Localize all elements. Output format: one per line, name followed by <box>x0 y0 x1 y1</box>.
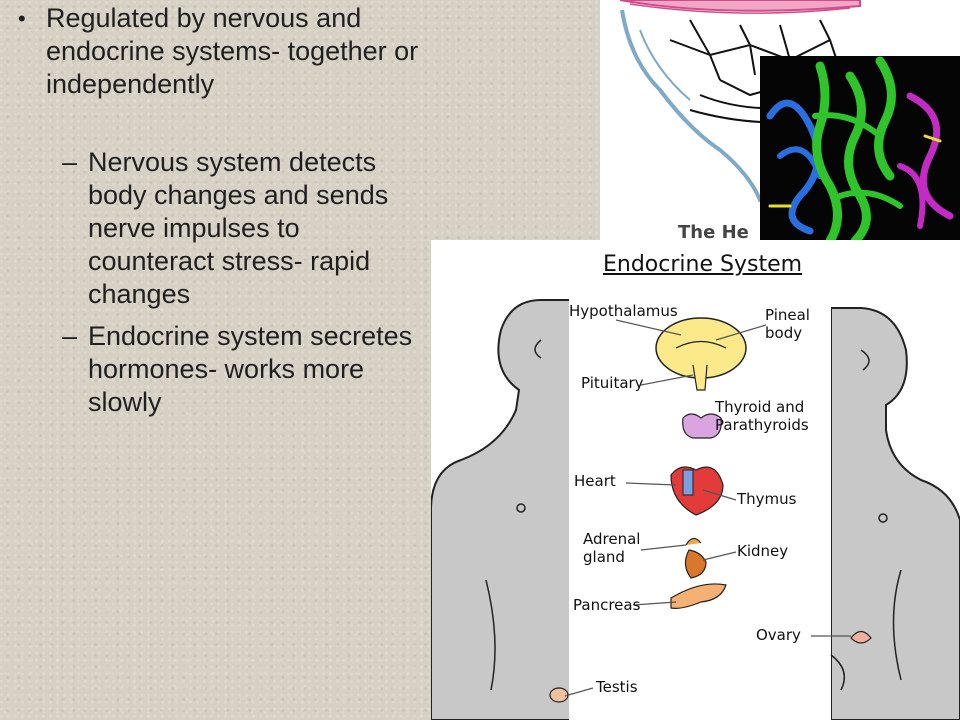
endocrine-drawing <box>431 285 960 720</box>
label-kidney: Kidney <box>737 542 789 560</box>
label-thymus: Thymus <box>737 490 797 508</box>
label-pancreas: Pancreas <box>573 596 641 614</box>
sub-bullet-endocrine-text: Endocrine system secretes hormones- work… <box>88 321 413 417</box>
diagram-title: Endocrine System <box>603 252 803 277</box>
label-testis: Testis <box>596 678 638 696</box>
dash-marker: – <box>62 147 78 177</box>
protein-ribbon-drawing <box>766 56 954 246</box>
endocrine-system-diagram: Endocrine System Hypothalamus Pineal bod… <box>431 240 960 720</box>
label-thyroid: Thyroid and Parathyroids <box>715 398 809 434</box>
label-pineal-body: Pineal body <box>765 306 810 342</box>
protein-structure-image <box>760 56 960 246</box>
label-ovary: Ovary <box>756 626 801 644</box>
label-pituitary: Pituitary <box>581 374 644 392</box>
bullet-marker: • <box>18 6 26 31</box>
label-adrenal-gland: Adrenal gland <box>583 530 641 566</box>
sub-bullet-nervous-text: Nervous system detects body changes and … <box>88 147 389 309</box>
dash-marker: – <box>62 321 78 351</box>
label-heart: Heart <box>574 472 616 490</box>
main-bullet-text: Regulated by nervous and endocrine syste… <box>46 3 419 99</box>
brain-caption: The He <box>678 222 749 243</box>
label-hypothalamus: Hypothalamus <box>569 302 678 320</box>
